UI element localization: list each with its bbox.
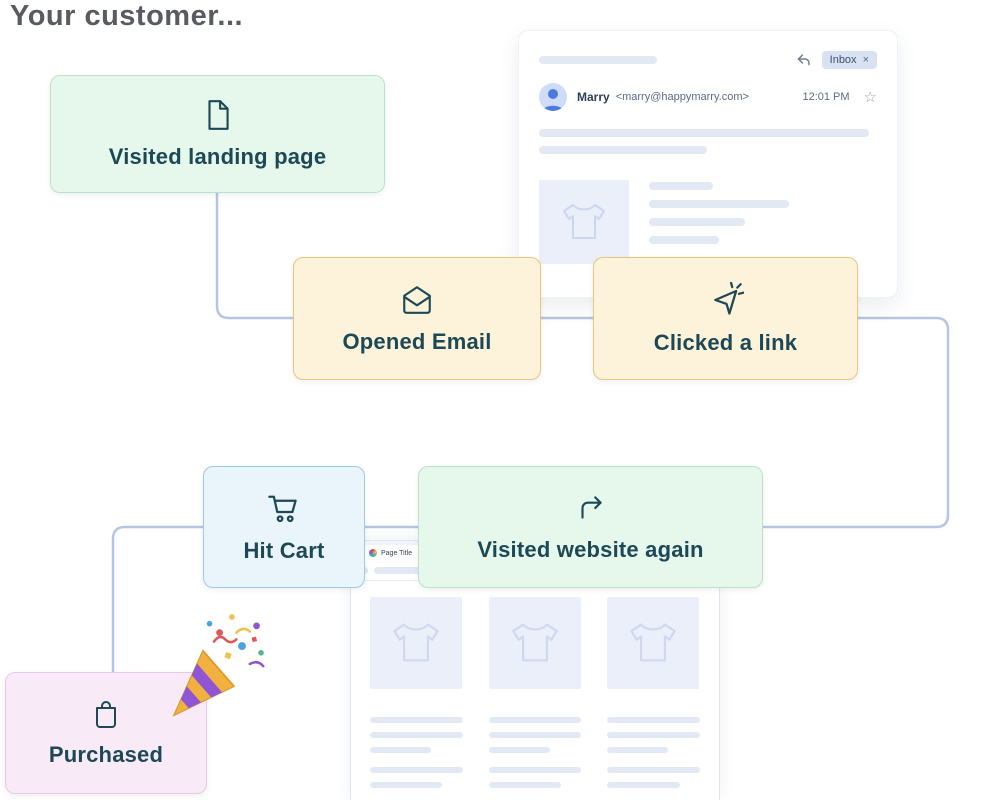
tshirt-icon bbox=[563, 204, 605, 239]
product-image-placeholder bbox=[370, 597, 462, 689]
skeleton-line bbox=[649, 200, 789, 208]
skeleton-line bbox=[370, 747, 432, 753]
product-card bbox=[370, 597, 463, 788]
skeleton-line bbox=[539, 56, 657, 64]
document-icon bbox=[207, 100, 229, 130]
browser-tab-title: Page Title bbox=[381, 549, 413, 557]
node-label: Purchased bbox=[48, 742, 164, 767]
sender-address: <marry@happymarry.com> bbox=[615, 91, 749, 103]
inbox-chip-label: Inbox bbox=[829, 54, 857, 66]
redo-arrow-icon bbox=[580, 496, 602, 519]
email-header-row: Inbox × bbox=[539, 51, 877, 69]
flow-node-clicked-a-link: Clicked a link bbox=[593, 257, 858, 380]
flow-node-visited-website-again: Visited website again bbox=[418, 466, 763, 588]
skeleton-line bbox=[370, 782, 443, 788]
flow-node-purchased: Purchased bbox=[5, 672, 207, 794]
tshirt-icon bbox=[393, 623, 439, 662]
flow-node-opened-email: Opened Email bbox=[293, 257, 541, 380]
skeleton-line bbox=[488, 717, 582, 723]
skeleton-line bbox=[539, 129, 869, 137]
flow-node-hit-cart: Hit Cart bbox=[203, 466, 365, 588]
skeleton-line bbox=[370, 717, 463, 723]
skeleton-line bbox=[488, 767, 582, 773]
skeleton-line bbox=[607, 767, 700, 773]
product-image-placeholder bbox=[488, 597, 581, 689]
tshirt-icon bbox=[511, 623, 558, 662]
node-label: Hit Cart bbox=[243, 538, 325, 563]
chip-close-icon: × bbox=[862, 54, 869, 66]
product-card bbox=[488, 597, 582, 788]
node-label: Visited landing page bbox=[108, 144, 327, 169]
favicon-icon bbox=[369, 549, 377, 557]
star-icon: ☆ bbox=[863, 88, 877, 106]
skeleton-line bbox=[539, 146, 707, 154]
email-sender-row: Marry <marry@happymarry.com> 12:01 PM ☆ bbox=[539, 83, 877, 111]
cursor-click-icon bbox=[713, 281, 744, 315]
page-title: Your customer... bbox=[10, 0, 244, 32]
flow-node-visited-landing-page: Visited landing page bbox=[50, 75, 385, 193]
email-time: 12:01 PM bbox=[802, 91, 850, 103]
skeleton-line bbox=[649, 236, 719, 244]
product-card bbox=[607, 597, 700, 788]
skeleton-line bbox=[607, 732, 700, 738]
skeleton-line bbox=[488, 782, 561, 788]
email-image-placeholder bbox=[539, 180, 629, 264]
skeleton-line bbox=[649, 182, 713, 190]
skeleton-line bbox=[607, 782, 680, 788]
sender-name: Marry bbox=[577, 90, 610, 104]
browser-tab: Page Title bbox=[359, 545, 423, 561]
email-text-skeleton bbox=[649, 180, 789, 264]
skeleton-line bbox=[370, 767, 463, 773]
node-label: Opened Email bbox=[342, 328, 492, 354]
skeleton-line bbox=[607, 747, 669, 753]
reply-icon bbox=[797, 54, 810, 66]
avatar bbox=[539, 83, 567, 111]
product-image-placeholder bbox=[607, 597, 700, 689]
email-body bbox=[539, 180, 877, 264]
inbox-chip: Inbox × bbox=[821, 51, 877, 69]
skeleton-line bbox=[649, 218, 745, 226]
open-email-icon bbox=[403, 285, 431, 314]
email-preview-window: Inbox × Marry <marry@happymarry.com> 12:… bbox=[518, 30, 898, 298]
skeleton-line bbox=[488, 732, 582, 738]
tshirt-icon bbox=[630, 623, 677, 662]
skeleton-line bbox=[607, 717, 700, 723]
skeleton-line bbox=[370, 732, 463, 738]
node-label: Visited website again bbox=[477, 537, 704, 562]
node-label: Clicked a link bbox=[653, 329, 798, 355]
shopping-bag-icon bbox=[96, 701, 116, 728]
cart-icon bbox=[268, 495, 297, 523]
skeleton-line bbox=[488, 747, 550, 753]
party-popper-icon bbox=[172, 614, 265, 717]
browser-content bbox=[351, 581, 719, 800]
